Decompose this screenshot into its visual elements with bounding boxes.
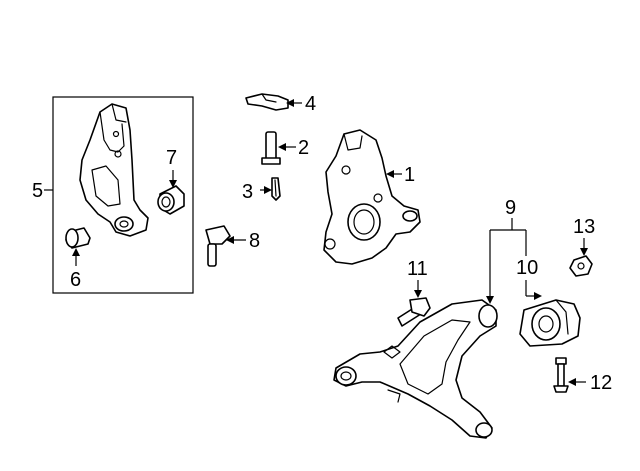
callout-6: 6: [70, 269, 81, 291]
part-12-bolt: [553, 357, 569, 393]
part-5-group-box: [52, 96, 194, 294]
callout-7: 7: [166, 147, 177, 169]
callout-1: 1: [404, 164, 415, 186]
callout-13: 13: [573, 216, 595, 238]
part-6-bushing: [65, 227, 91, 249]
part-9-control-arm: [333, 299, 498, 439]
leader-lines: [44, 99, 588, 386]
callout-2: 2: [298, 137, 309, 159]
callout-8: 8: [249, 230, 260, 252]
part-8-stud: [205, 225, 231, 267]
part-13-nut: [569, 255, 593, 277]
part-7-bushing: [157, 185, 185, 215]
part-3-cotter: [271, 177, 281, 201]
callout-3: 3: [242, 181, 253, 203]
callout-4: 4: [305, 93, 316, 115]
part-4-clip: [245, 93, 289, 111]
part-11-bolt: [397, 297, 431, 327]
callout-10: 10: [516, 257, 538, 279]
callout-12: 12: [590, 372, 612, 394]
callouts: 4 2 3 1 5 6 7 8 9 10 11 12 13: [32, 93, 612, 394]
callout-11: 11: [407, 258, 428, 280]
part-10-bushing: [519, 299, 581, 347]
part-1-knuckle: [323, 129, 421, 265]
callout-9: 9: [505, 197, 516, 219]
callout-5: 5: [32, 180, 43, 202]
part-2-pin: [261, 131, 281, 165]
part-5-bracket: [79, 103, 149, 237]
